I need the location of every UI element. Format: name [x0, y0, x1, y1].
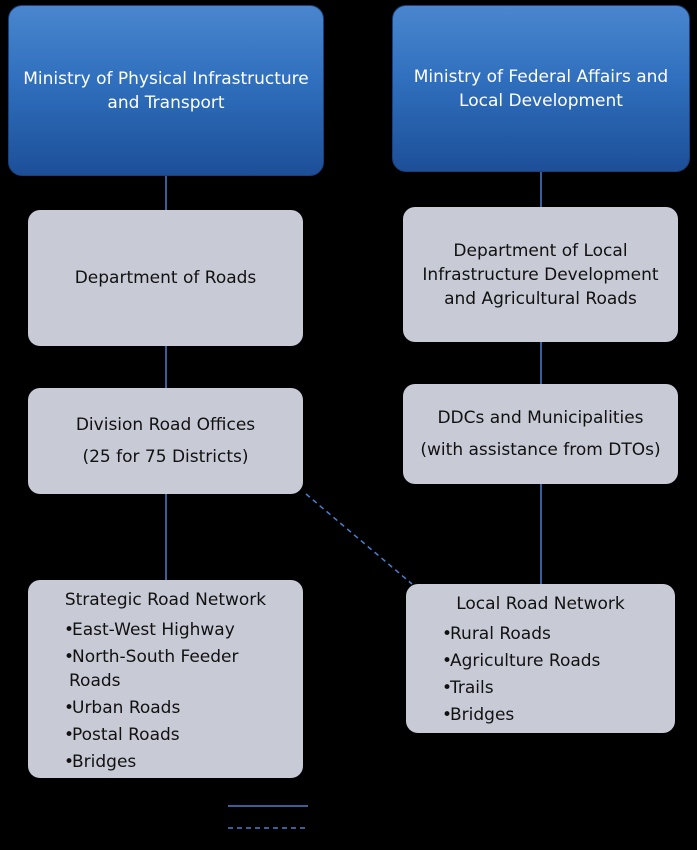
right-office-subtitle: (with assistance from DTOs)	[420, 440, 661, 460]
left-office-box: Division Road Offices (25 for 75 Distric…	[28, 388, 303, 494]
local-network-title: Local Road Network	[456, 594, 625, 614]
list-item: •Rural Roads	[442, 624, 551, 644]
left-ministry-label: Ministry of Physical Infrastructure and …	[23, 68, 309, 113]
left-office-subtitle: (25 for 75 Districts)	[82, 447, 249, 467]
list-item: •North-South Feeder	[64, 647, 239, 667]
left-department-box: Department of Roads	[28, 210, 303, 346]
list-item-continuation: Roads	[69, 671, 121, 691]
right-office-box: DDCs and Municipalities (with assistance…	[403, 384, 678, 484]
strategic-network-title: Strategic Road Network	[64, 590, 267, 610]
list-item: •Bridges	[442, 705, 515, 725]
right-ministry-box: Ministry of Federal Affairs and Local De…	[392, 5, 690, 172]
list-item: •Trails	[442, 678, 494, 698]
local-network-box: Local Road Network •Rural Roads •Agricul…	[406, 584, 675, 733]
office-to-local-network-dashed-line	[305, 493, 413, 585]
right-ministry-label: Ministry of Federal Affairs and Local De…	[413, 66, 669, 111]
local-network-list: •Rural Roads •Agriculture Roads •Trails …	[442, 622, 675, 727]
left-department-label: Department of Roads	[74, 268, 257, 288]
strategic-network-list: •East-West Highway •North-South Feeder R…	[64, 618, 303, 774]
list-item: •Postal Roads	[64, 725, 180, 745]
left-ministry-box: Ministry of Physical Infrastructure and …	[8, 5, 324, 176]
right-department-box: Department of Local Infrastructure Devel…	[403, 207, 678, 342]
list-item: •Urban Roads	[64, 698, 181, 718]
list-item: •East-West Highway	[64, 620, 235, 640]
left-office-title: Division Road Offices	[75, 415, 256, 435]
list-item: •Bridges	[64, 752, 137, 772]
list-item: •Agriculture Roads	[442, 651, 601, 671]
right-office-title: DDCs and Municipalities	[437, 408, 644, 428]
right-department-label: Department of Local Infrastructure Devel…	[422, 240, 659, 309]
strategic-network-box: Strategic Road Network •East-West Highwa…	[28, 580, 303, 778]
